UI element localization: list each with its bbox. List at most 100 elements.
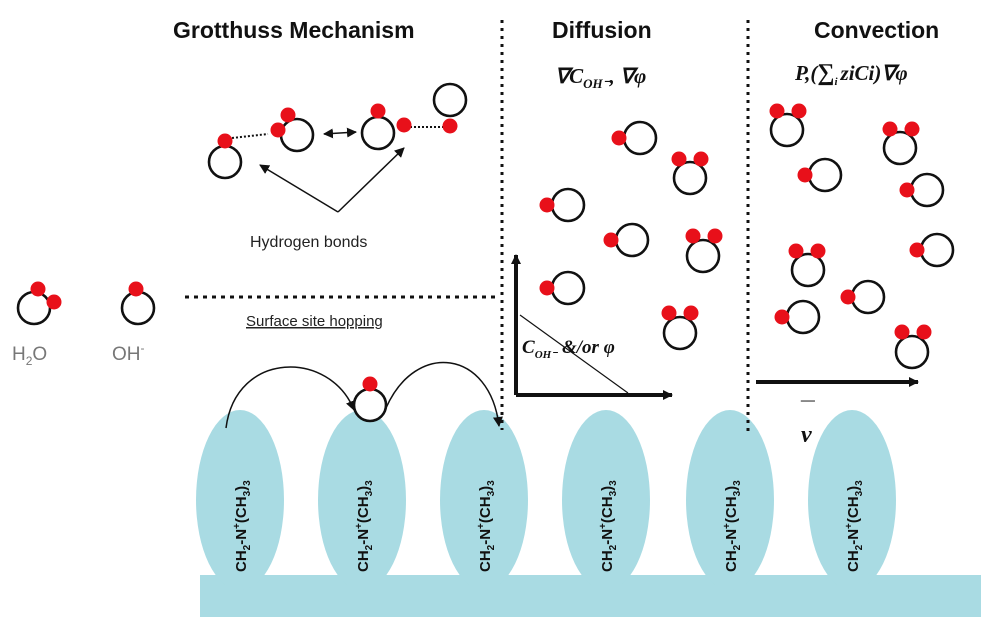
water-molecule (788, 243, 826, 288)
water-molecule (270, 107, 315, 153)
exchange-site-label: CH2-N+(CH3)3 (232, 480, 253, 572)
exchange-site (196, 410, 284, 590)
oxygen-atom (882, 130, 918, 166)
hydrogen-atom (882, 121, 898, 137)
water-molecule (769, 103, 807, 148)
hop-arrow-left (225, 366, 356, 429)
hydrogen-atom (128, 281, 144, 297)
header-diffusion: Diffusion (552, 17, 652, 43)
oxygen-atom (207, 144, 243, 180)
hbond-dotted-1 (231, 133, 269, 139)
oxygen-atom (352, 387, 388, 423)
oxygen-atom (894, 334, 930, 370)
water-molecule (671, 151, 709, 196)
hydrogen-atom (707, 228, 723, 244)
exchange-site-label: CH2-N+(CH3)3 (476, 480, 497, 572)
hydroxide-ion (603, 222, 650, 258)
oxygen-atom (360, 115, 396, 151)
hydrogen-atom (30, 281, 46, 297)
oxygen-atom (850, 279, 886, 315)
hydrogen-atom (661, 305, 677, 321)
oxygen-atom (16, 290, 52, 326)
hydrogen-atom (683, 305, 699, 321)
oxygen-atom (685, 238, 721, 274)
water-molecule (360, 103, 412, 151)
molecules (16, 82, 955, 423)
hydrogen-atom (769, 103, 785, 119)
hydroxide-ion (899, 172, 945, 208)
exchange-site (686, 410, 774, 590)
hydrogen-atom (442, 118, 458, 134)
header-grotthuss: Grotthuss Mechanism (173, 17, 415, 43)
water-molecule (16, 281, 62, 326)
hydrogen-atom (840, 289, 856, 305)
hydrogen-atom (539, 280, 555, 296)
hydrogen-atom (539, 197, 555, 213)
hydrogen-atom (370, 103, 386, 119)
exchange-site (562, 410, 650, 590)
hydroxide-ion (352, 376, 388, 423)
hydrogen-atom (280, 107, 296, 123)
oxygen-atom (622, 120, 658, 156)
hydrogen-bond-arrow-left (259, 164, 339, 213)
hydrogen-atom (810, 243, 826, 259)
hydroxide-ion (120, 281, 156, 326)
water-molecule (894, 324, 932, 370)
hydrogen-atom (894, 324, 910, 340)
surface-hopping-label: Surface site hopping (246, 313, 383, 330)
diffusion-axis-label: COH⁻&/or φ (522, 337, 615, 361)
oxygen-atom (909, 172, 945, 208)
hydrogen-bond-arrow-right (337, 147, 405, 213)
oxygen-atom (790, 252, 826, 288)
velocity-label: v (801, 422, 812, 448)
hop-arrow-right (385, 361, 503, 427)
water-molecule (685, 228, 723, 274)
hydrogen-bonds-label: Hydrogen bonds (250, 234, 367, 251)
hydrogen-atom (671, 151, 687, 167)
hydroxide-ion (774, 299, 821, 335)
hydroxide-ion (797, 157, 843, 193)
hydrogen-atom (217, 133, 233, 149)
hydrogen-atom (362, 376, 378, 392)
water-molecule (661, 305, 699, 351)
hydrogen-atom (611, 130, 627, 146)
water-molecule (882, 121, 920, 166)
oxygen-atom (807, 157, 843, 193)
oxygen-atom (769, 112, 805, 148)
hydroxide-ion (539, 187, 586, 223)
diffusion-driving-force: ∇COH⁻, ∇φ (555, 64, 646, 91)
hydrogen-atom (904, 121, 920, 137)
exchange-site (808, 410, 896, 590)
hydrogen-atom (603, 232, 619, 248)
hydrogen-atom (46, 294, 62, 310)
exchange-site-label: CH2-N+(CH3)3 (844, 480, 865, 572)
hydroxide-ion (432, 82, 468, 134)
hydroxide-ion (909, 232, 955, 268)
exchange-site-label: CH2-N+(CH3)3 (722, 480, 743, 572)
exchange-site-label: CH2-N+(CH3)3 (354, 480, 375, 572)
hydrogen-atom (899, 182, 915, 198)
oxygen-atom (550, 270, 586, 306)
exchange-sites: CH2-N+(CH3)3 CH2-N+(CH3)3 CH2-N+(CH3)3 CH2-… (196, 410, 896, 590)
hydrogen-atom (693, 151, 709, 167)
exchange-site (440, 410, 528, 590)
exchange-site (318, 410, 406, 590)
legend-water-label: H2O (12, 344, 47, 368)
legend-hydroxide-label: OH- (112, 341, 145, 365)
velocity-bar: — (800, 393, 815, 408)
oxygen-atom (550, 187, 586, 223)
hydrogen-atom (774, 309, 790, 325)
hydroxide-ion (539, 270, 586, 306)
hydrogen-atom (916, 324, 932, 340)
header-convection: Convection (814, 17, 939, 43)
hydrogen-atom (909, 242, 925, 258)
oxygen-atom (432, 82, 468, 118)
hydrogen-atom (685, 228, 701, 244)
hydroxide-ion (611, 120, 658, 156)
oxygen-atom (614, 222, 650, 258)
hydrogen-atom (797, 167, 813, 183)
hydrogen-atom (270, 122, 286, 138)
oxygen-atom (662, 315, 698, 351)
